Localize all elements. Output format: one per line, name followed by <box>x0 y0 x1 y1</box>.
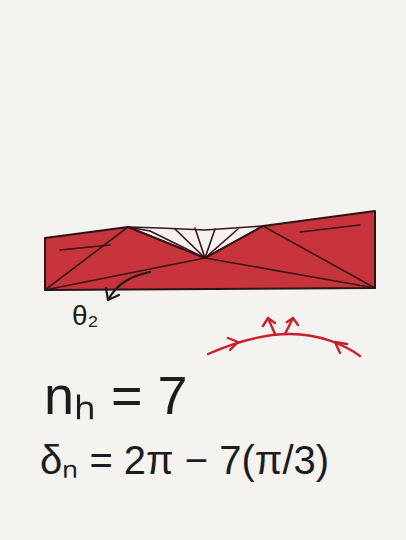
defect-formula: δₙ = 2π − 7(π/3) <box>40 440 329 480</box>
angle-arrow <box>106 272 150 300</box>
angle-label: θ₂ <box>72 302 98 330</box>
count-formula: nₕ = 7 <box>44 368 188 422</box>
triangle-fan <box>45 225 375 290</box>
red-band <box>45 211 375 290</box>
red-curve-symbol <box>208 318 360 356</box>
